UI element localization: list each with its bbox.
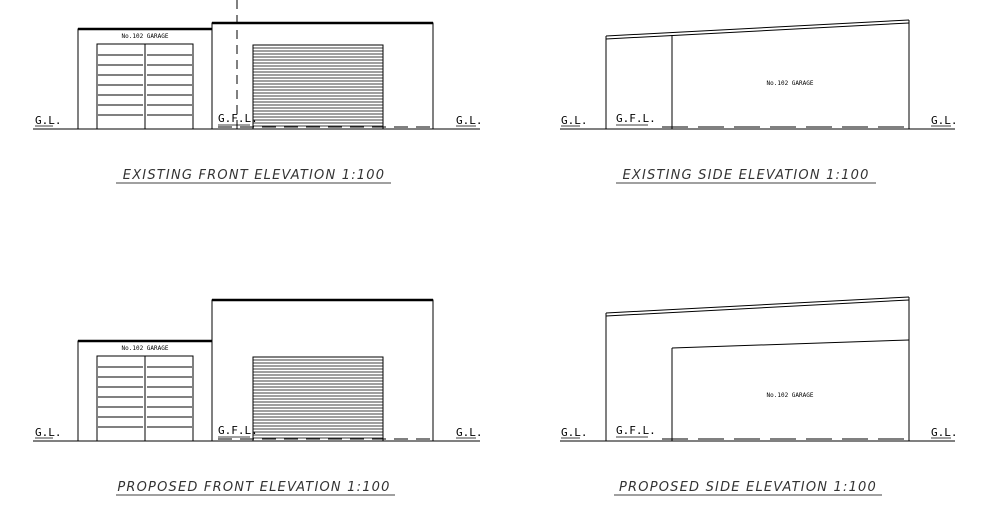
drawing-title: EXISTING SIDE ELEVATION 1:100 <box>622 168 869 183</box>
garage-label: No.102 GARAGE <box>767 80 814 87</box>
ground-level-label-left: G.L. <box>35 426 62 439</box>
ground-floor-level-label: G.F.L. <box>218 112 258 125</box>
garage-label: No.102 GARAGE <box>122 345 169 352</box>
ground-level-label-right: G.L. <box>931 114 958 127</box>
ground-floor-level-label: G.F.L. <box>218 424 258 437</box>
ground-level-label-right: G.L. <box>456 426 483 439</box>
ground-floor-level-label: G.F.L. <box>616 112 656 125</box>
ground-floor-level-label: G.F.L. <box>616 424 656 437</box>
existing-side-elevation: No.102 GARAGE G.L. G.F.L. G.L. EXISTING … <box>560 19 958 184</box>
side-hung-doors <box>96 43 194 130</box>
ground-level-label-right: G.L. <box>456 114 483 127</box>
ground-level-label-left: G.L. <box>35 114 62 127</box>
ground-level-label-left: G.L. <box>561 114 588 127</box>
ground-level-label-left: G.L. <box>561 426 588 439</box>
roller-shutter-door <box>252 44 384 130</box>
roof-top-line <box>605 19 910 37</box>
garage-label: No.102 GARAGE <box>122 33 169 40</box>
roof-bottom-line <box>605 22 910 40</box>
roof-bottom-line <box>605 299 910 317</box>
existing-front-elevation: No.102 GARAGE G.L. G.F.L. G.L. EXISTING … <box>33 0 483 184</box>
drawing-title: EXISTING FRONT ELEVATION 1:100 <box>123 168 385 183</box>
roof-top-line <box>605 296 910 314</box>
drawing-title: PROPOSED SIDE ELEVATION 1:100 <box>619 480 877 495</box>
drawing-title: PROPOSED FRONT ELEVATION 1:100 <box>117 480 390 495</box>
proposed-side-elevation: No.102 GARAGE G.L. G.F.L. G.L. PROPOSED … <box>560 296 958 496</box>
roller-shutter-door <box>252 356 384 442</box>
proposed-front-elevation: No.102 GARAGE G.L. G.F.L. G.L. PROPOSED … <box>33 298 483 496</box>
side-hung-doors <box>96 355 194 442</box>
existing-garage-roof-line <box>671 339 910 349</box>
garage-label: No.102 GARAGE <box>767 392 814 399</box>
ground-level-label-right: G.L. <box>931 426 958 439</box>
